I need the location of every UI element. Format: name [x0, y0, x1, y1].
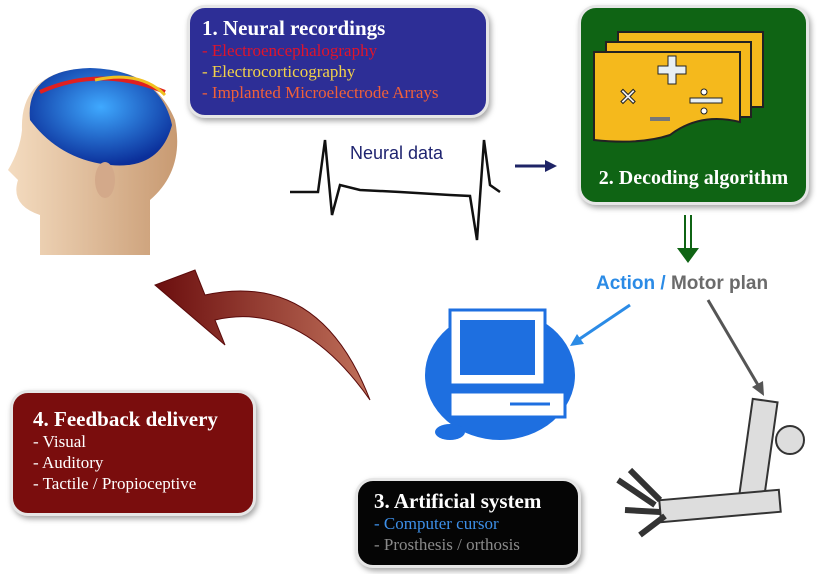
action-text: Action	[596, 273, 656, 294]
times-sign: ×	[618, 82, 638, 110]
box-title: 2. Decoding algorithm	[598, 167, 789, 189]
arrow-to-decoder	[515, 160, 557, 172]
arrow-to-prosthesis	[706, 299, 764, 396]
list-item: - Visual	[33, 432, 86, 451]
prosthetic-arm-illustration	[616, 397, 805, 538]
divide-sign	[689, 88, 723, 115]
box-title: 1. Neural recordings	[202, 16, 386, 40]
list-item: - Auditory	[33, 453, 104, 472]
computer-icon	[425, 308, 575, 440]
box-title: 3. Artificial system	[374, 489, 542, 513]
neural-recordings-box: 1. Neural recordings - Electroencephalog…	[187, 5, 489, 118]
list-item: - Electrocorticography	[202, 62, 356, 81]
human-head-illustration	[8, 68, 178, 255]
decoding-algorithm-box: × 2. Decoding algorithm	[578, 5, 809, 205]
neural-data-label: Neural data	[350, 143, 444, 163]
double-arrow-down	[677, 215, 699, 263]
neural-signal-trace	[290, 139, 501, 241]
motor-plan-text: Motor plan	[670, 273, 769, 294]
feedback-arrow	[154, 269, 371, 401]
math-cards-icon: ×	[593, 31, 764, 143]
action-motor-plan-label: Action / Motor plan	[596, 273, 768, 295]
arrow-to-computer	[570, 303, 631, 346]
artificial-system-box: 3. Artificial system - Computer cursor -…	[355, 478, 581, 568]
list-item: - Prosthesis / orthosis	[374, 535, 520, 554]
box-title: 4. Feedback delivery	[33, 407, 218, 431]
separator: /	[655, 273, 671, 294]
feedback-delivery-box: 4. Feedback delivery - Visual - Auditory…	[10, 390, 256, 516]
list-item: - Implanted Microelectrode Arrays	[202, 83, 439, 102]
list-item: - Electroencephalography	[202, 41, 378, 60]
list-item: - Tactile / Propioceptive	[33, 474, 197, 493]
list-item: - Computer cursor	[374, 514, 499, 533]
minus-sign	[650, 117, 670, 121]
plus-sign	[657, 55, 687, 85]
